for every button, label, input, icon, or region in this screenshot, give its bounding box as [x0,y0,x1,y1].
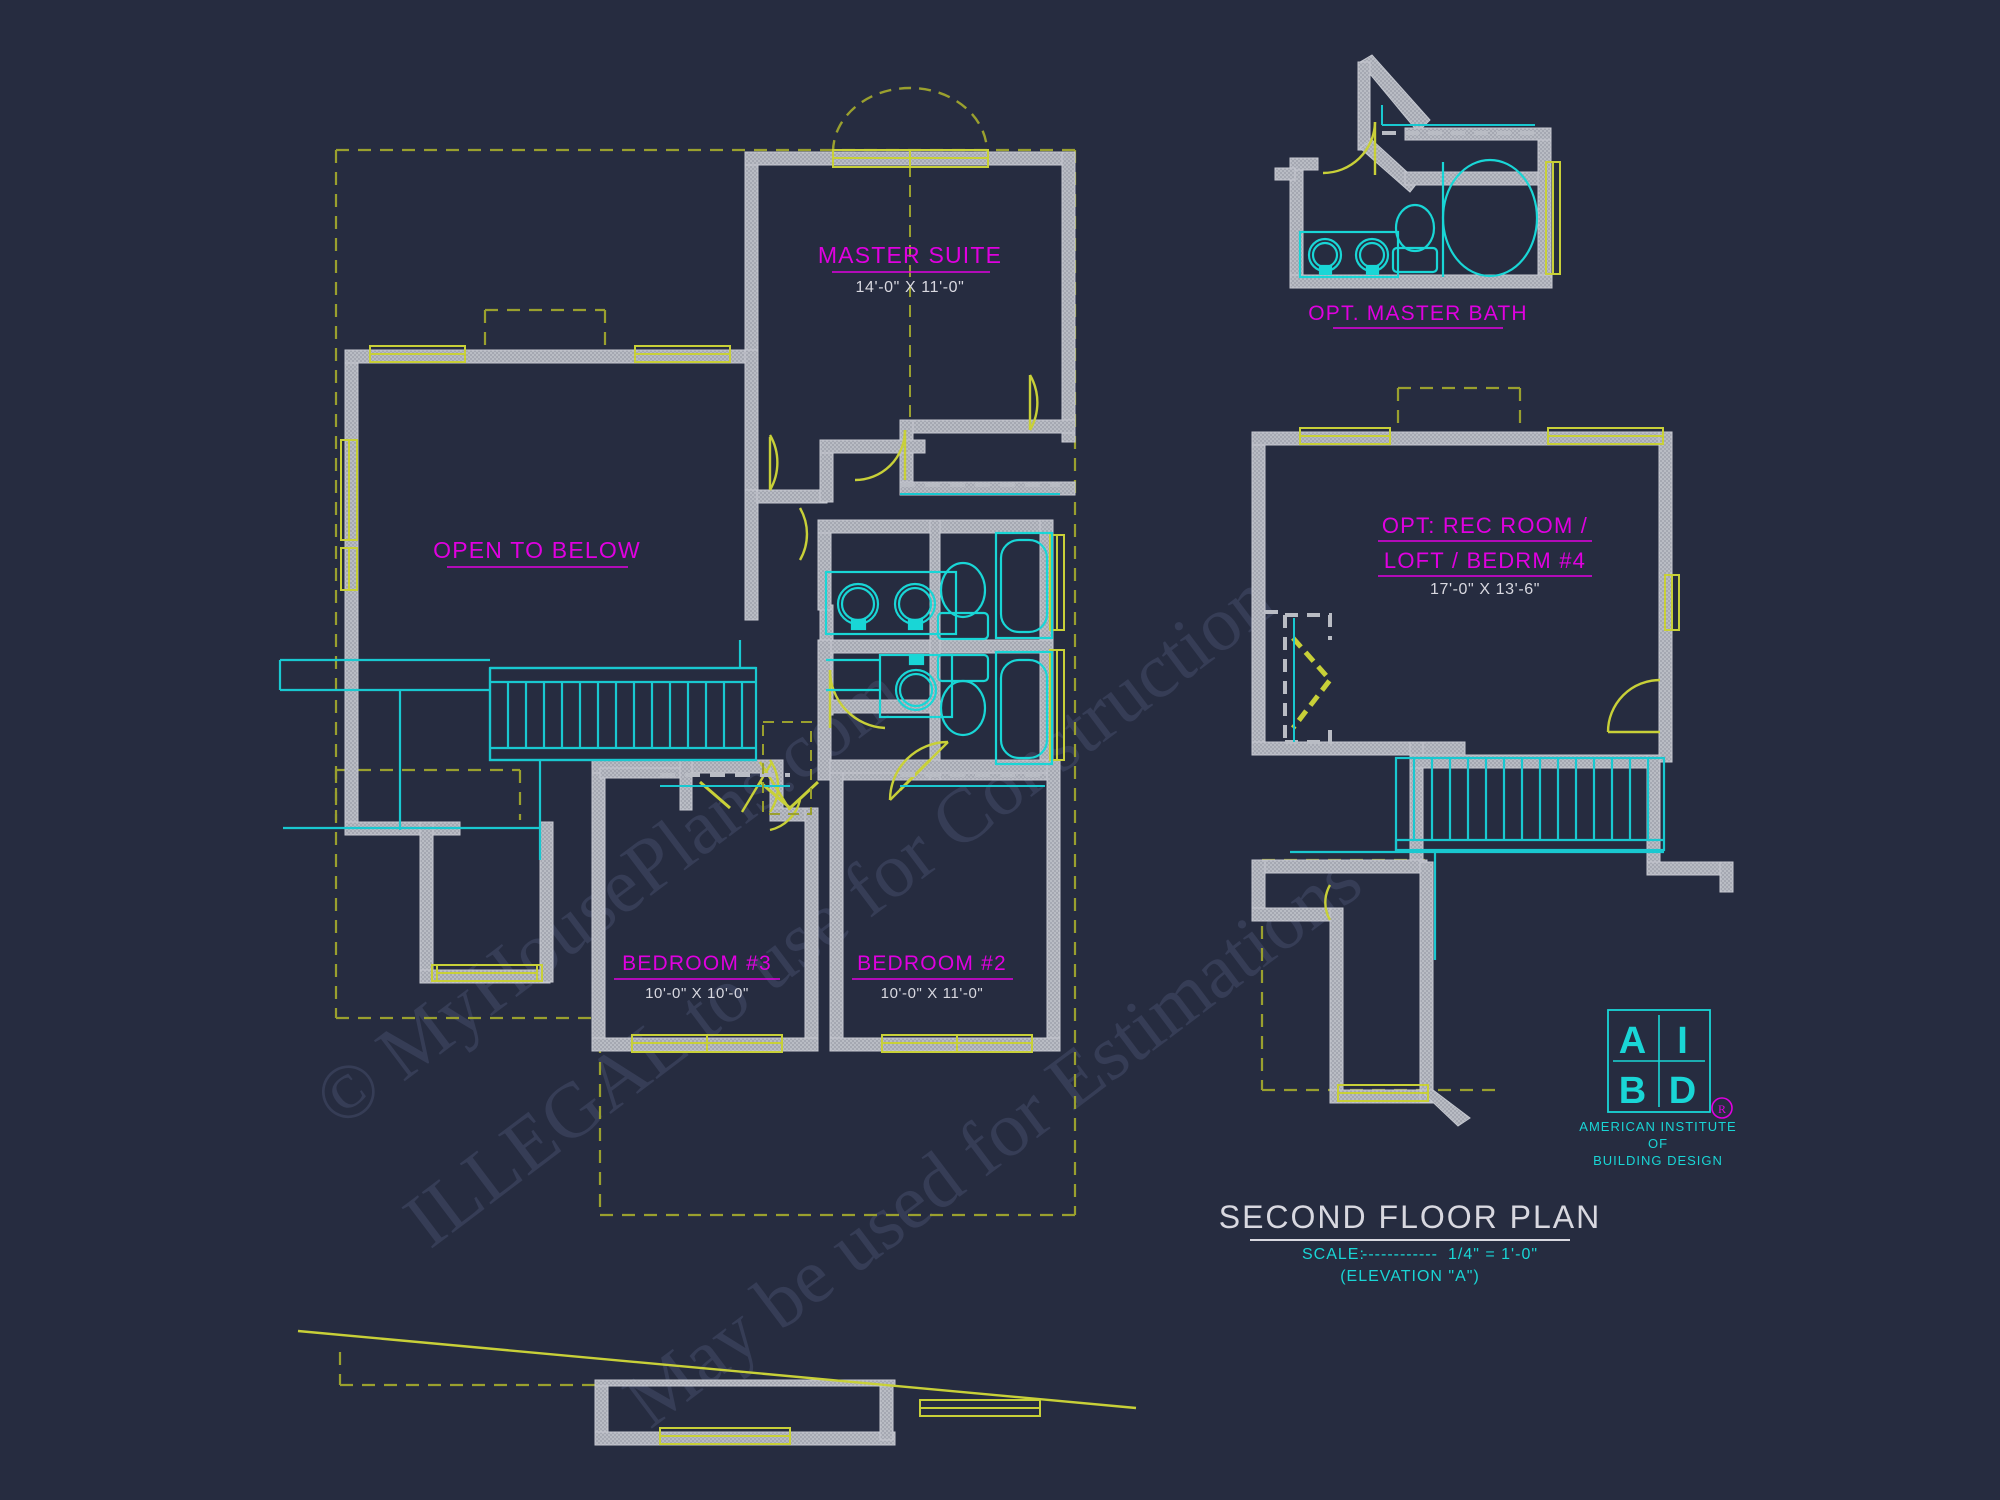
toilet-lower [936,653,990,737]
opt-oval-tub [1441,158,1539,278]
rec-door-swings [1324,678,1661,921]
opt-bath-window [1545,161,1561,275]
roof-slope-line [297,1329,1137,1410]
rec-closet-dashed [1265,610,1332,744]
plan-title: SECOND FLOOR PLAN [1219,1199,1602,1235]
hall-closet-dashed [762,721,812,815]
logo-box [1607,1009,1711,1113]
opt-rec-room-dimensions: 17'-0" X 13'-6" [1430,581,1540,598]
opt-master-bath-name: OPT. MASTER BATH [1308,302,1528,325]
opt-double-vanity [1298,230,1400,279]
logo-line-2: OF [1648,1136,1668,1151]
stairs-rec [1290,756,1666,960]
main-floor-plan [278,86,1137,1446]
window-rec-top-a [1299,427,1391,445]
window-rec-bottom [1337,1084,1429,1102]
elevation-note: (ELEVATION "A") [1340,1268,1480,1285]
logo-line-1: AMERICAN INSTITUTE [1579,1119,1736,1134]
logo-letter-a: A [1619,1020,1647,1062]
window-bath-upper-right [1049,534,1065,631]
bedroom-2-label: BEDROOM #2 10'-0" X 11'-0" [852,952,1013,1002]
window-ext-a [659,1427,791,1445]
window-left-bottomstub [431,964,543,982]
logo-letter-d: D [1669,1070,1697,1112]
stair-treads-main [506,682,744,748]
single-vanity-lower [878,653,954,719]
registered-trademark-icon: R [1711,1097,1733,1119]
window-left-top-b [634,345,731,363]
opt-bath-door-swing [1322,121,1377,175]
opt-toilet [1391,203,1439,274]
bedroom-2-name: BEDROOM #2 [857,952,1007,975]
toilet-upper [936,561,990,641]
rec-bifold-closet [1291,636,1334,730]
open-to-below-label: OPEN TO BELOW [433,537,641,568]
bedroom-3-dimensions: 10'-0" X 10'-0" [645,985,749,1002]
opt-bath-fixtures [1298,158,1539,279]
opt-rec-room-plan: OPT: REC ROOM / LOFT / BEDRM #4 17'-0" X… [1251,386,1734,1127]
windows-main [340,149,1065,1445]
opt-master-bath-plan: OPT. MASTER BATH [1274,54,1561,329]
scale-label: SCALE: [1302,1246,1365,1263]
bedroom-2-dimensions: 10'-0" X 11'-0" [881,985,984,1002]
window-left-top-a [369,345,466,363]
open-to-below-name: OPEN TO BELOW [433,537,641,563]
window-bath-lower-right [1049,649,1065,761]
window-rec-right [1664,574,1680,631]
opt-rec-room-name-2: LOFT / BEDRM #4 [1384,548,1586,573]
scale-value: 1/4" = 1'-0" [1448,1246,1538,1263]
window-rec-top-b [1547,427,1664,445]
bathtub-upper [994,531,1054,640]
master-suite-dimensions: 14'-0" X 11'-0" [856,279,965,296]
opt-rec-room-name-1: OPT: REC ROOM / [1382,513,1588,538]
main-walls [344,151,1076,1446]
stair-treads-rec [1412,758,1650,840]
logo-letter-i: I [1677,1020,1689,1062]
registered-mark-text: R [1718,1102,1726,1116]
aibd-logo: A I B D R AMERICAN INSTITUTE OF BUILDING… [1579,1009,1736,1168]
window-left-side-b [340,547,358,591]
double-vanity-upper [824,570,958,636]
bathtub-lower [994,650,1054,766]
master-suite-name: MASTER SUITE [818,242,1002,268]
bedroom-3-name: BEDROOM #3 [622,952,772,975]
opt-bath-rod [1381,105,1535,126]
room-labels: MASTER SUITE 14'-0" X 11'-0" OPEN TO BEL… [433,242,1013,1002]
title-block: SECOND FLOOR PLAN SCALE: ------------ 1/… [1219,1199,1602,1285]
bedroom-3-label: BEDROOM #3 10'-0" X 10'-0" [614,952,780,1002]
closet-dashed-main [660,483,1060,777]
master-suite-label: MASTER SUITE 14'-0" X 11'-0" [818,242,1002,296]
window-left-side-a [340,439,358,541]
window-ext-b [919,1399,1041,1417]
window-bedroom3-bottom [631,1034,783,1053]
window-master-top [832,149,989,168]
stairs-main [278,640,758,860]
logo-line-3: BUILDING DESIGN [1593,1153,1723,1168]
window-bedroom2-bottom [881,1034,1033,1053]
rec-windows [1299,427,1680,1102]
logo-letter-b: B [1619,1070,1647,1112]
closet-rods-main [660,493,1060,787]
arched-window-master [831,86,989,430]
opt-rec-room-label: OPT: REC ROOM / LOFT / BEDRM #4 17'-0" X… [1378,513,1592,598]
bath-fixtures-main [824,531,1054,766]
opt-master-bath-label: OPT. MASTER BATH [1308,302,1528,329]
scale-dashes: ------------ [1362,1246,1438,1263]
